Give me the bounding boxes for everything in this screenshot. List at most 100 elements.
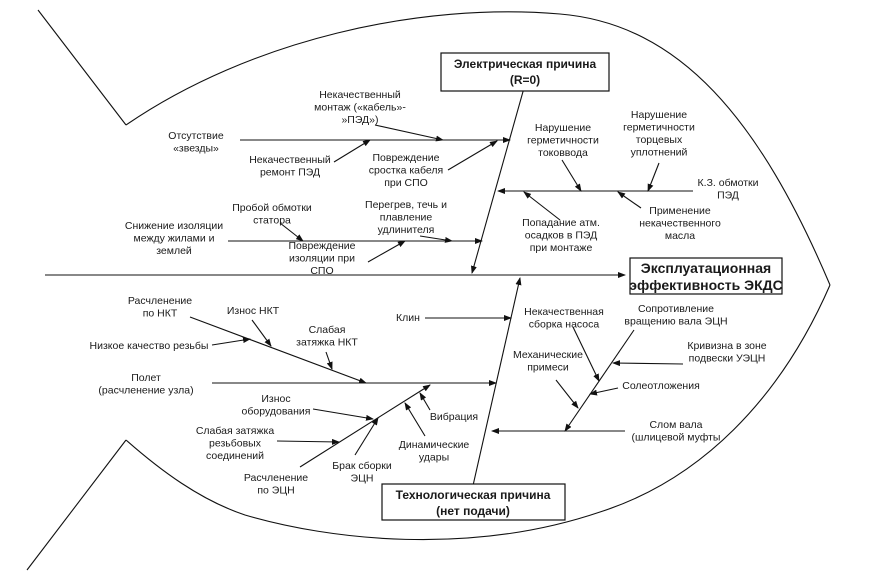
cause-label-line: Некачественный [249, 154, 331, 166]
cause-label-line: Попадание атм. [522, 217, 600, 229]
cause-label-line: торцевых [636, 134, 683, 146]
cause-label-line: осадков в ПЭД [525, 230, 597, 242]
cause-label-line: вращению вала ЭЦН [624, 316, 727, 328]
cause-label-line: Снижение изоляции [125, 220, 223, 232]
branch-vibraciya [419, 392, 431, 411]
electrical-cause-box [440, 52, 610, 92]
cause-label-line: Расчленение [128, 295, 192, 307]
technological-bone [471, 277, 522, 491]
cause-label-klin: Клин [396, 312, 420, 324]
branch-soprotivlenie [564, 329, 635, 432]
cause-label-line: (шлицевой муфты [632, 432, 721, 444]
branch-zatyazhka-nkt [325, 351, 333, 370]
branch-krivizna [612, 360, 684, 367]
cause-label-line: оборудования [242, 406, 311, 418]
technological-cause-box [381, 483, 566, 521]
cause-label-line: »ПЭД») [341, 114, 378, 126]
cause-label-line: ПЭД [717, 190, 739, 202]
cause-label-line: при монтаже [530, 242, 593, 254]
branch-maslo [617, 191, 642, 209]
branch-montazh [374, 124, 444, 142]
cause-label-line: удлинителя [378, 224, 435, 236]
cause-label-iznos-nkt: Износ НКТ [227, 305, 280, 317]
cause-label-line: К.З. обмотки [698, 177, 759, 189]
electrical-bone [471, 87, 525, 274]
branch-povrezhd-izol [367, 240, 406, 263]
cause-label-line: по НКТ [143, 308, 178, 320]
fish-body-top [125, 11, 831, 286]
cause-label-line: затяжка НКТ [296, 337, 358, 349]
cause-label-line: Слабая [309, 324, 346, 336]
fish-tail-bottom [26, 439, 127, 571]
cause-label-line: примеси [527, 362, 569, 374]
cause-label-line: соединений [206, 450, 264, 462]
branch-raschl-ecn [299, 384, 431, 468]
cause-label-line: ЭЦН [351, 473, 374, 485]
cause-label-line: Некачественная [524, 306, 604, 318]
branch-raschl-nkt [189, 316, 367, 384]
cause-label-line: Перегрев, течь и [365, 199, 447, 211]
cause-label-line: Слом вала [649, 419, 702, 431]
cause-label-line: Вибрация [430, 411, 478, 423]
branch-torcevye [647, 162, 660, 192]
cause-label-line: Повреждение [288, 240, 355, 252]
cause-label-line: монтаж («кабель»- [314, 102, 406, 114]
cause-label-line: Износ [261, 393, 290, 405]
cause-label-line: ремонт ПЭД [260, 167, 320, 179]
cause-label-line: подвески УЭЦН [689, 353, 766, 365]
cause-label-line: при СПО [384, 177, 428, 189]
branch-soleotl [589, 387, 619, 396]
cause-label-line: токоввода [538, 147, 588, 159]
cause-label-line: Солеотложения [622, 380, 700, 392]
cause-label-line: Полет [131, 372, 161, 384]
effect-box [629, 257, 783, 295]
cause-label-line: Динамические [399, 439, 470, 451]
cause-label-line: Некачественный [319, 89, 401, 101]
effect-subtitle: эффективность ЭКДС [629, 277, 782, 293]
cause-label-line: Износ НКТ [227, 305, 280, 317]
technological-cause-title: Технологическая причина [396, 488, 551, 502]
cause-label-line: Пробой обмотки [232, 202, 312, 214]
fish-tail-top [37, 9, 127, 126]
cause-label-line: Слабая затяжка [196, 425, 275, 437]
cause-label-line: сростка кабеля [369, 165, 443, 177]
branch-primesi [555, 379, 579, 409]
cause-label-line: герметичности [527, 135, 599, 147]
cause-label-line: Низкое качество резьбы [90, 340, 209, 352]
cause-label-line: Сопротивление [638, 303, 714, 315]
technological-cause-subtitle: (нет подачи) [436, 504, 510, 518]
branch-remont [333, 139, 371, 163]
electrical-cause-title: Электрическая причина [454, 57, 597, 71]
cause-label-polet: Полет(расчленение узла) [98, 372, 193, 397]
fish-body-bottom [125, 284, 831, 541]
branch-peregrev [419, 235, 453, 243]
fish-outline [26, 9, 831, 571]
cause-label-line: (расчленение узла) [98, 385, 193, 397]
cause-label-line: резьбовых [209, 438, 262, 450]
effect-title: Эксплуатационная [641, 260, 771, 276]
branch-tokovvod [561, 159, 582, 192]
cause-label-line: статора [253, 215, 291, 227]
cause-label-line: Нарушение [631, 109, 687, 121]
cause-label-line: между жилами и [134, 233, 215, 245]
branch-zatyazhka-rezb [276, 438, 340, 445]
